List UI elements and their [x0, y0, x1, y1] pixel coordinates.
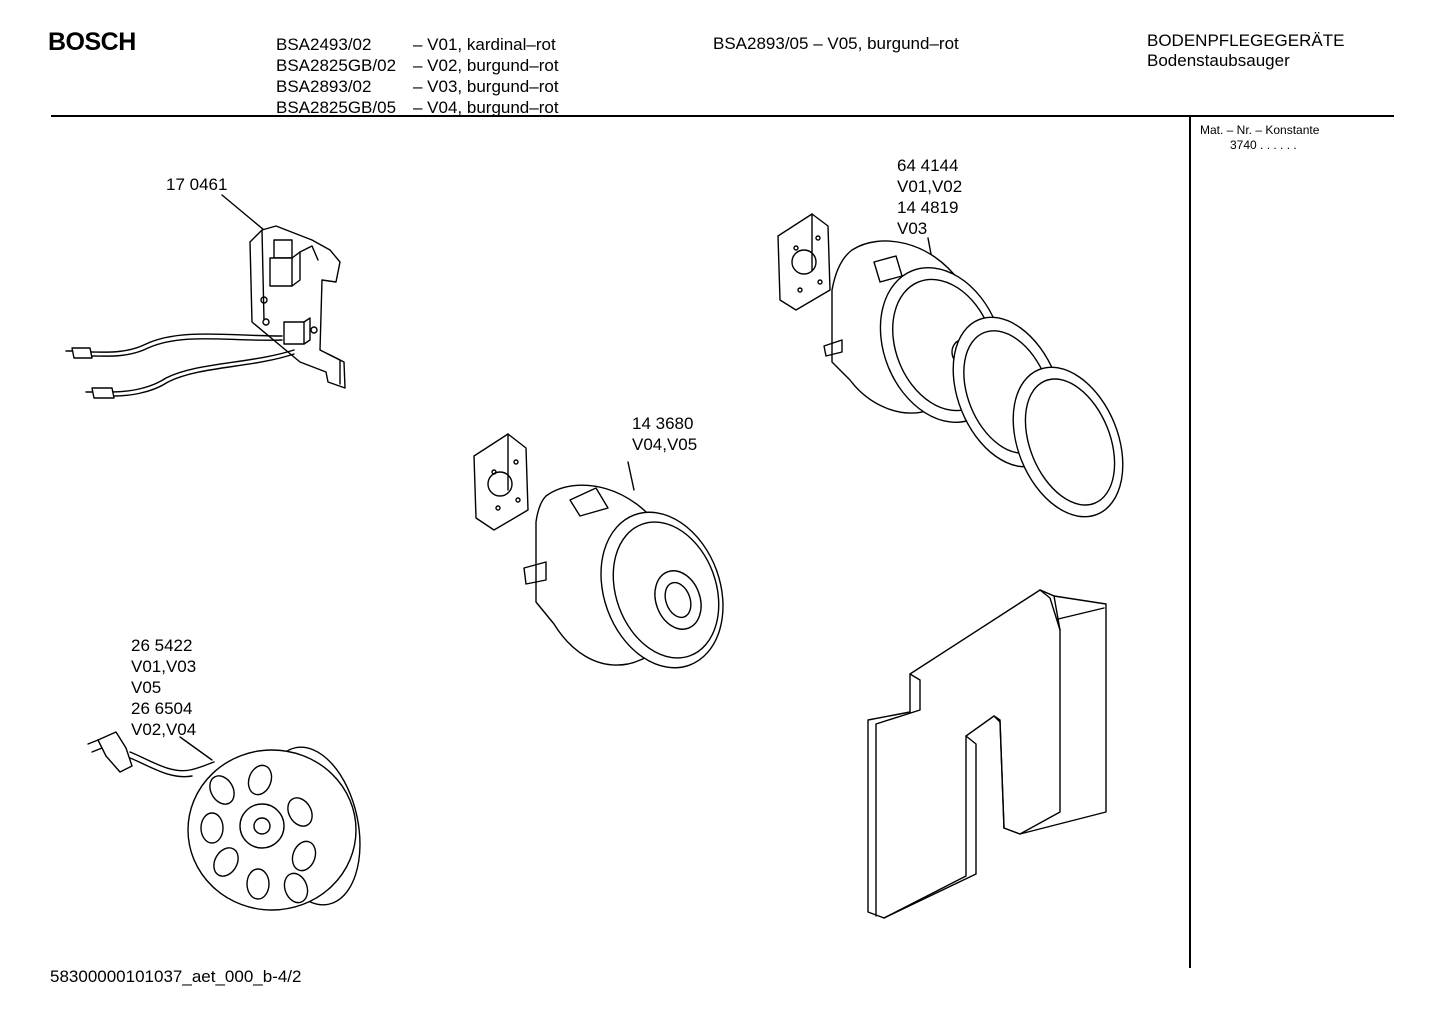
brand-logo: BOSCH	[48, 28, 136, 56]
part-label: V05	[131, 678, 161, 697]
part-label: V01,V03	[131, 657, 196, 676]
model-code: BSA2825GB/05	[276, 98, 397, 117]
document-code: 58300000101037_aet_000_b-4/2	[50, 967, 302, 986]
sidebar-divider	[1189, 116, 1191, 968]
material-value: 3740 . . . . . .	[1230, 138, 1297, 152]
foam-filter-part	[867, 589, 1107, 919]
model-row: BSA2825GB/05 – V04, burgund–rot	[276, 97, 559, 118]
model-variant: – V04, burgund–rot	[413, 98, 559, 117]
model-row: BSA2493/02 – V01, kardinal–rot	[276, 34, 559, 55]
part-label: 26 6504	[131, 699, 192, 718]
cable-reel-part	[87, 731, 361, 911]
model-code: BSA2493/02	[276, 35, 372, 54]
part-label: 14 3680	[632, 414, 693, 433]
part-label: V04,V05	[632, 435, 697, 454]
part-label: V01,V02	[897, 177, 962, 196]
material-constant: Mat. – Nr. – Konstante 3740 . . . . . .	[1200, 123, 1319, 153]
motor-assembly-top-part	[777, 213, 1124, 518]
model-code: BSA2893/02	[276, 77, 372, 96]
part-label: 14 4819	[897, 198, 958, 217]
category-subtitle: Bodenstaubsauger	[1147, 51, 1290, 70]
part-label: V03	[897, 219, 927, 238]
switch-assembly-part	[65, 194, 346, 399]
model-variant: – V03, burgund–rot	[413, 77, 559, 96]
part-label: V02,V04	[131, 720, 196, 739]
model-row: BSA2893/02 – V03, burgund–rot	[276, 76, 559, 97]
model-variant: – V01, kardinal–rot	[413, 35, 556, 54]
model-code: BSA2825GB/02	[276, 56, 397, 75]
model-row: BSA2825GB/02 – V02, burgund–rot	[276, 55, 559, 76]
model-variant-secondary: BSA2893/05 – V05, burgund–rot	[713, 34, 959, 53]
motor-center-part	[473, 433, 724, 669]
header-divider	[51, 115, 1394, 117]
category-block: BODENPFLEGEGERÄTE Bodenstaubsauger	[1147, 31, 1344, 71]
part-label: 26 5422	[131, 636, 192, 655]
material-label: Mat. – Nr. – Konstante	[1200, 123, 1320, 137]
part-label: 64 4144	[897, 156, 958, 175]
model-list: BSA2493/02 – V01, kardinal–rot BSA2825GB…	[276, 34, 559, 118]
model-variant: – V02, burgund–rot	[413, 56, 559, 75]
part-number-switch: 17 0461	[166, 175, 227, 194]
category-title: BODENPFLEGEGERÄTE	[1147, 31, 1345, 50]
